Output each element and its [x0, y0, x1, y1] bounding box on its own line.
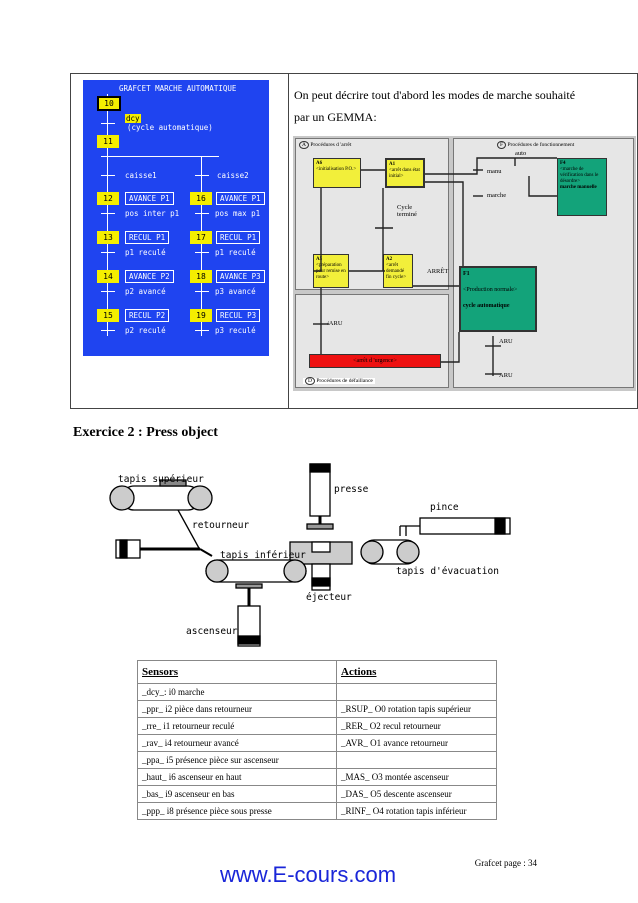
- label-pince: pince: [430, 502, 459, 513]
- trans-17: p1 reculé: [215, 248, 256, 257]
- gemma-connectors: [313, 157, 557, 376]
- sensor-cell: _rav_ i4 retourneur avancé: [137, 734, 337, 752]
- trans-13: p1 reculé: [125, 248, 166, 257]
- label-cycle-termine: Cycle terminé: [397, 204, 417, 218]
- table-row: _haut_ i6 ascenseur en haut_MAS_ O3 mont…: [137, 768, 497, 786]
- table-row: _ppp_ i8 présence pièce sous presse_RINF…: [137, 802, 497, 820]
- action-14: AVANCE P2: [125, 270, 174, 283]
- step-11: 11: [97, 135, 119, 148]
- step-13: 13: [97, 231, 119, 244]
- step-15: 15: [97, 309, 119, 322]
- step-10: 10: [97, 96, 121, 111]
- label-presse: presse: [334, 484, 369, 495]
- table-row: _ppa_ i5 présence pièce sur ascenseur: [137, 751, 497, 769]
- transition-cycle-auto: (cycle automatique): [127, 123, 213, 132]
- trans-16: pos max p1: [215, 209, 261, 218]
- zone-f-label: F Procédures de fonctionnement: [497, 141, 574, 149]
- label-not-aru: /ARU: [327, 320, 343, 327]
- step-16: 16: [190, 192, 212, 205]
- box-f1: F1<Production normale>cycle automatique: [459, 266, 537, 332]
- sensor-cell: _dcy_: i0 marche: [137, 683, 337, 701]
- step-12: 12: [97, 192, 119, 205]
- transition-dcy: dcy: [125, 114, 141, 123]
- action-16: AVANCE P1: [216, 192, 265, 205]
- label-ejecteur: éjecteur: [306, 592, 352, 603]
- action-12: AVANCE P1: [125, 192, 174, 205]
- box-a6: A6<initialisation P.O.>: [313, 158, 361, 188]
- trans-15: p2 reculé: [125, 326, 166, 335]
- label-retourneur: retourneur: [192, 520, 250, 531]
- sensor-cell: _ppp_ i8 présence pièce sous presse: [137, 802, 337, 820]
- label-aru-2: ARU: [499, 372, 513, 379]
- gemma-intro-line1: On peut décrire tout d'abord les modes d…: [294, 88, 576, 102]
- step-19: 19: [190, 309, 212, 322]
- table-row: _rre_ i1 retourneur reculé_RER_ O2 recul…: [137, 717, 497, 735]
- action-cell: [336, 683, 497, 701]
- action-17: RECUL P1: [216, 231, 261, 244]
- press-diagram: [109, 463, 511, 647]
- sensor-cell: _bas_ i9 ascenseur en bas: [137, 785, 337, 803]
- action-cell: _AVR_ O1 avance retourneur: [336, 734, 497, 752]
- table-row: _ppr_ i2 pièce dans retourneur_RSUP_ O0 …: [137, 700, 497, 718]
- action-cell: _DAS_ O5 descente ascenseur: [336, 785, 497, 803]
- label-marche: marche: [487, 192, 507, 199]
- header-actions: Actions: [336, 660, 497, 684]
- box-f4: F4<marche de vérification dans le désord…: [557, 158, 607, 216]
- zone-d-label: D Procédures de défaillance: [303, 377, 375, 385]
- header-sensors: Sensors: [137, 660, 337, 684]
- sensor-cell: _rre_ i1 retourneur reculé: [137, 717, 337, 735]
- step-14: 14: [97, 270, 119, 283]
- page-number: Grafcet page : 34: [474, 858, 537, 868]
- action-cell: _RER_ O2 recul retourneur: [336, 717, 497, 735]
- action-15: RECUL P2: [125, 309, 170, 322]
- sensors-actions-table: Sensors Actions _dcy_: i0 marche _ppr_ i…: [137, 660, 497, 820]
- action-cell: _MAS_ O3 montée ascenseur: [336, 768, 497, 786]
- branch-left-label: caisse1: [125, 171, 157, 180]
- trans-18: p3 avancé: [215, 287, 256, 296]
- sensor-cell: _ppa_ i5 présence pièce sur ascenseur: [137, 751, 337, 769]
- action-cell: [336, 751, 497, 769]
- box-d1: <arrêt d 'urgence>: [309, 354, 441, 368]
- grafcet-panel: GRAFCET MARCHE AUTOMATIQUE 10 dcy (cycle…: [83, 80, 269, 356]
- trans-14: p2 avancé: [125, 287, 166, 296]
- table-row: _rav_ i4 retourneur avancé_AVR_ O1 avanc…: [137, 734, 497, 752]
- label-auto: auto: [515, 150, 527, 157]
- trans-12: pos inter p1: [125, 209, 180, 218]
- action-13: RECUL P1: [125, 231, 170, 244]
- table-row: _bas_ i9 ascenseur en bas_DAS_ O5 descen…: [137, 785, 497, 803]
- box-a2: A2<arrêt demandé fin cycle>: [383, 254, 413, 288]
- label-tapis-inferieur: tapis inférieur: [220, 550, 306, 561]
- zone-a-label: A Procédures d 'arrêt: [299, 141, 351, 149]
- label-ascenseur: ascenseur: [186, 626, 238, 637]
- table-row: _dcy_: i0 marche: [137, 683, 497, 701]
- trans-19: p3 reculé: [215, 326, 256, 335]
- gemma-intro: On peut décrire tout d'abord les modes d…: [294, 84, 575, 128]
- table-divider: [288, 73, 289, 409]
- action-18: AVANCE P3: [216, 270, 265, 283]
- label-aru-1: ARU: [499, 338, 513, 345]
- label-arret: ARRÊT: [427, 268, 449, 275]
- action-cell: _RINF_ O4 rotation tapis inférieur: [336, 802, 497, 820]
- action-cell: _RSUP_ O0 rotation tapis supérieur: [336, 700, 497, 718]
- grafcet-title: GRAFCET MARCHE AUTOMATIQUE: [119, 84, 237, 93]
- gemma-intro-line2: par un GEMMA:: [294, 110, 377, 124]
- table-header: Sensors Actions: [137, 660, 497, 684]
- step-17: 17: [190, 231, 212, 244]
- branch-right-label: caisse2: [217, 171, 249, 180]
- exercise-title: Exercice 2 : Press object: [73, 425, 218, 440]
- label-tapis-evacuation: tapis d'évacuation: [396, 566, 499, 577]
- label-manu: manu: [487, 168, 502, 175]
- sensor-cell: _haut_ i6 ascenseur en haut: [137, 768, 337, 786]
- site-link[interactable]: www.E-cours.com: [220, 862, 397, 887]
- box-a1: A1<arrêt dans état initial>: [385, 158, 425, 188]
- step-18: 18: [190, 270, 212, 283]
- label-tapis-superieur: tapis supérieur: [118, 474, 204, 485]
- action-19: RECUL P3: [216, 309, 261, 322]
- sensor-cell: _ppr_ i2 pièce dans retourneur: [137, 700, 337, 718]
- gemma-diagram: A Procédures d 'arrêt F Procédures de fo…: [293, 136, 636, 391]
